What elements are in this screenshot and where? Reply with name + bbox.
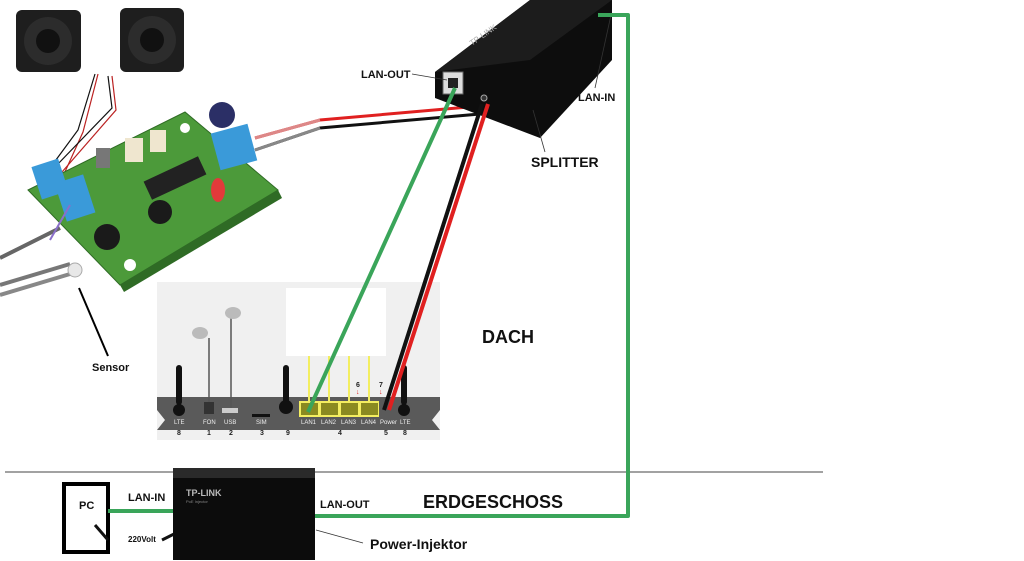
- pc-box: [62, 482, 110, 554]
- sensor-label: Sensor: [92, 362, 130, 374]
- dach-label: DACH: [482, 327, 534, 347]
- lan-in-pointer: [594, 14, 612, 89]
- port-label: LTE: [400, 420, 411, 426]
- power-injector-label: Power-Injektor: [370, 536, 468, 552]
- lan-out-pointer: [411, 73, 448, 81]
- poe-splitter: TP-LINK: [435, 0, 612, 138]
- power-220v-label: 220Volt: [128, 535, 156, 544]
- thermostat-pcb: [27, 102, 282, 292]
- port-label: LTE: [174, 420, 185, 426]
- port-number: 9: [286, 430, 290, 437]
- injector-lan-out-label: LAN-OUT: [320, 499, 370, 511]
- marker-number: 7: [379, 382, 383, 389]
- port-number: 3: [260, 430, 264, 437]
- port-number: 8: [403, 430, 407, 437]
- injector-lan-in-label: LAN-IN: [128, 492, 166, 504]
- arrow-down-icon: ↓: [379, 389, 383, 396]
- splitter-lan-in-label: LAN-IN: [578, 92, 616, 104]
- port-number: 8: [177, 430, 181, 437]
- port-label: USB: [224, 420, 236, 426]
- port-number: 5: [384, 430, 388, 437]
- port-label: FON: [203, 420, 216, 426]
- power-black-wire: [382, 103, 484, 411]
- injector-brand: TP-LINK: [186, 488, 222, 498]
- port-label: LAN4: [361, 420, 377, 426]
- pcb-power-wires: [254, 104, 481, 152]
- sensor-cables: [0, 204, 109, 357]
- lan-cable-splitter-router: [306, 87, 457, 413]
- port-label: LAN3: [341, 420, 357, 426]
- router: LTE FON USB SIM LAN1 LAN2 LAN3 LAN4 Powe…: [157, 282, 440, 440]
- splitter-label: SPLITTER: [531, 154, 599, 170]
- poe-injector: TP-LINK PoE Injector: [173, 468, 315, 560]
- fan-left: [16, 10, 81, 72]
- port-number: 2: [229, 430, 233, 437]
- port-number: 4: [338, 430, 342, 437]
- splitter-lan-out-label: LAN-OUT: [361, 69, 411, 81]
- port-label: LAN1: [301, 420, 317, 426]
- port-label: SIM: [256, 420, 267, 426]
- splitter-pointer: [532, 109, 546, 153]
- arrow-down-icon: ↓: [356, 389, 360, 396]
- port-label: Power: [380, 420, 397, 426]
- lan-uplink-cable: [315, 13, 630, 518]
- pc-label: PC: [79, 500, 95, 512]
- fan-wires: [49, 73, 117, 175]
- power-cable-left: [93, 524, 110, 541]
- injector-pointer: [315, 529, 364, 544]
- port-label: LAN2: [321, 420, 337, 426]
- marker-number: 6: [356, 382, 360, 389]
- port-number: 1: [207, 430, 211, 437]
- injector-model: PoE Injector: [186, 499, 208, 504]
- erdgeschoss-label: ERDGESCHOSS: [423, 492, 564, 512]
- power-red-wire: [387, 103, 490, 411]
- fan-right: [120, 8, 184, 72]
